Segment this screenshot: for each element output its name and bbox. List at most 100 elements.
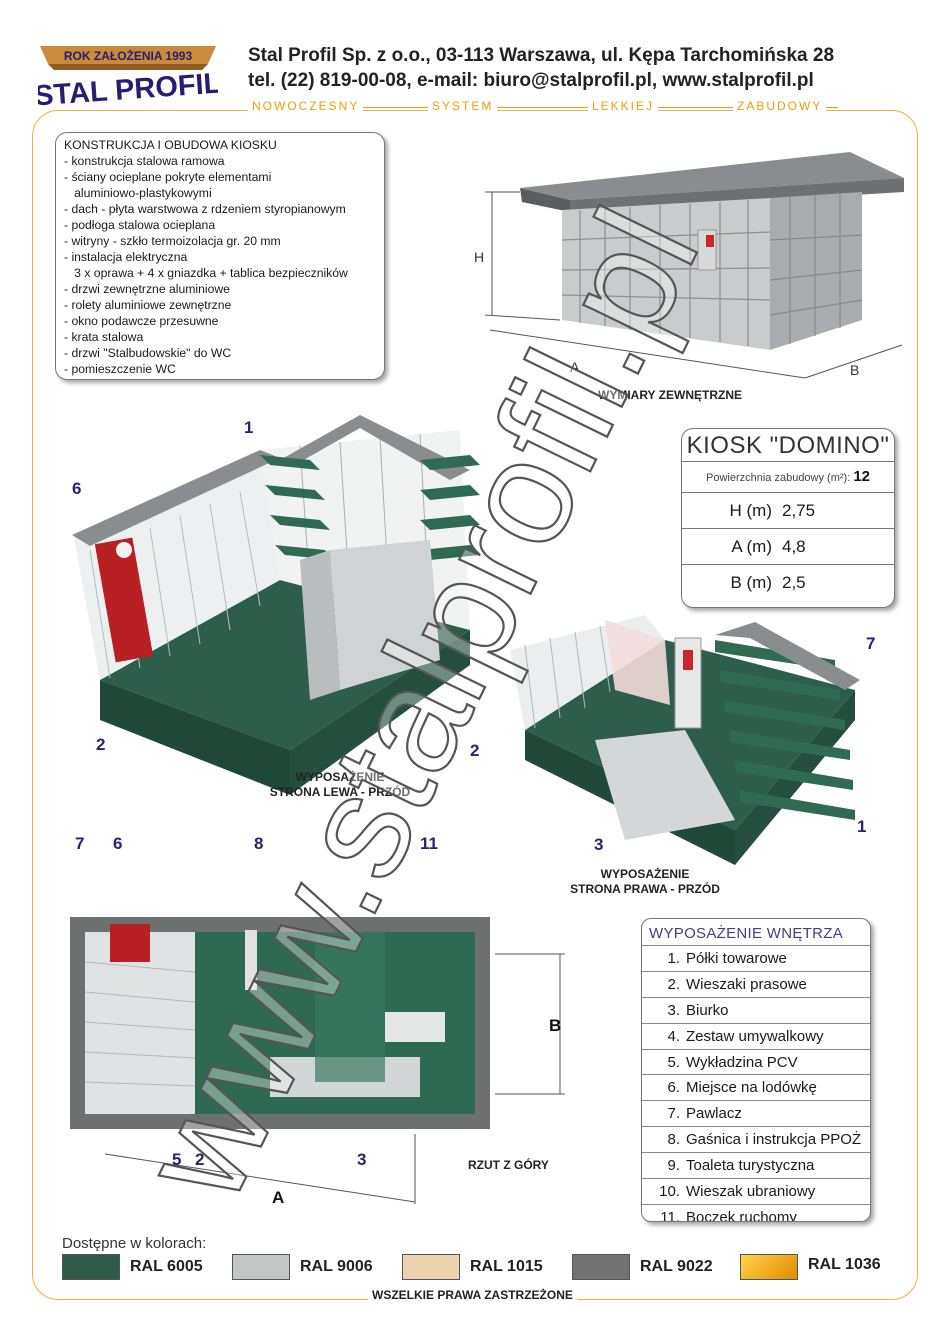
item-label: Wykładzina PCV [686,1053,798,1071]
kiosk-area-row: Powierzchnia zabudowy (m²): 12 [682,461,894,492]
color-label: RAL 1036 [808,1256,881,1273]
list-item: 9.Toaleta turystyczna [642,1152,870,1178]
tagline-word: LEKKIEJ [588,99,659,113]
color-swatch-ral-1015 [402,1254,460,1280]
spec-line: - krata stalowa [64,330,144,344]
list-item: 2.Wieszaki prasowe [642,970,870,997]
callout-plan-5: 5 [172,1150,182,1169]
item-label: Miejsce na lodówkę [686,1079,817,1097]
caption-line: STRONA LEWA - PRZÓD [269,785,411,799]
callout-right-3: 3 [594,835,604,854]
item-label: Boczek ruchomy [686,1208,797,1222]
spec-line: - podłoga stalowa ocieplana [64,218,216,232]
kiosk-row-h: H (m) 2,75 [682,492,894,528]
color-swatch-ral-6005 [62,1254,120,1280]
spec-line: aluminiowo-plastykowymi [64,186,212,200]
callout-plan-11: 11 [420,834,438,853]
kiosk-row-a: A (m) 4,8 [682,528,894,564]
item-number: 5. [667,1053,680,1071]
item-number: 6. [667,1079,680,1097]
callout-right-2: 2 [470,741,480,760]
list-item: 7. Pawlacz [642,1100,870,1126]
item-number: 3. [667,1001,680,1019]
kiosk-area-label: Powierzchnia zabudowy (m²): [705,472,851,484]
kiosk-area-value: 12 [853,468,871,485]
kiosk-row-key: H (m) [729,501,772,520]
interior-right-illustration [505,610,865,870]
color-swatch-ral-9006 [232,1254,290,1280]
list-item: 6. Miejsce na lodówkę [642,1074,870,1100]
spec-line: 3 x oprawa + 4 x gniazdka + tablica bezp… [64,266,348,280]
kiosk-row-value: 4,8 [782,537,806,556]
color-swatch-ral-9022 [572,1254,630,1280]
spec-line: - drzwi zewnętrzne aluminiowe [64,282,230,296]
callout-left-1: 1 [244,418,254,437]
kiosk-row-value: 2,5 [782,573,806,592]
callout-plan-6: 6 [113,834,123,853]
company-contact: tel. (22) 819-00-08, e-mail: biuro@stalp… [248,70,814,91]
callout-plan-3: 3 [357,1150,367,1169]
item-number: 1. [667,950,680,967]
spec-line: - dach - płyta warstwowa z rdzeniem styr… [64,202,346,216]
logo-name-text: STAL PROFIL [38,68,218,113]
list-item: 1.Półki towarowe [642,945,870,971]
equipment-title: WYPOSAŻENIE WNĘTRZA [649,925,844,942]
item-label: Pawlacz [686,1105,742,1123]
item-number: 7. [667,1105,680,1123]
tagline-word: NOWOCZESNY [248,99,364,113]
color-label: RAL 6005 [130,1258,203,1275]
equipment-list: WYPOSAŻENIE WNĘTRZA 1.Półki towarowe 2.W… [641,918,871,1222]
kiosk-row-key: B (m) [730,573,772,592]
item-number: 11. [660,1208,680,1222]
interior-left-caption: WYPOSAŻENIE STRONA LEWA - PRZÓD [230,770,450,800]
interior-left-illustration [60,410,500,800]
item-label: Biurko [686,1001,729,1019]
color-label: RAL 9022 [640,1258,713,1275]
spec-line: KONSTRUKCJA I OBUDOWA KIOSKU [64,138,277,152]
dim-b-label: B [850,362,859,378]
kiosk-dimensions-table: KIOSK "DOMINO" Powierzchnia zabudowy (m²… [681,428,895,608]
company-logo: ROK ZAŁOŻENIA 1993 STAL PROFIL [33,44,222,114]
kiosk-row-value: 2,75 [782,501,816,520]
plan-caption: RZUT Z GÓRY [468,1158,549,1172]
plan-dim-b: B [549,1016,562,1035]
spec-line: - instalacja elektryczna [64,250,188,264]
callout-plan-2: 2 [195,1150,205,1169]
list-item: 5. Wykładzina PCV [642,1048,870,1075]
item-number: 9. [667,1157,680,1175]
exterior-kiosk-illustration: H A B [470,140,910,385]
caption-line: WYPOSAŻENIE [295,770,385,784]
callout-left-2: 2 [96,735,106,754]
company-address: Stal Profil Sp. z o.o., 03-113 Warszawa,… [248,45,835,66]
list-item: 10.Wieszak ubraniowy [642,1178,870,1204]
dim-h-label: H [474,249,484,265]
caption-line: WYPOSAŻENIE [600,867,690,881]
item-number: 2. [667,975,680,993]
spec-line: - drzwi "Stalbudowskie" do WC [64,346,232,360]
item-number: 8. [667,1131,680,1149]
caption-line: STRONA PRAWA - PRZÓD [570,882,720,896]
callout-left-6: 6 [72,479,82,498]
logo-founded-text: ROK ZAŁOŻENIA 1993 [64,48,193,63]
callout-plan-7: 7 [75,834,85,853]
spec-line: - okno podawcze przesuwne [64,314,219,328]
kiosk-title: KIOSK "DOMINO" [686,432,890,459]
tagline: NOWOCZESNY SYSTEM LEKKIEJ ZABUDOWY [248,99,838,115]
list-item: 3. Biurko [642,996,870,1023]
exterior-caption: WYMIARY ZEWNĘTRZNE [598,388,742,402]
callout-right-1: 1 [857,817,867,836]
spec-line: - witryny - szkło termoizolacja gr. 20 m… [64,234,281,248]
item-number: 4. [667,1027,680,1045]
item-label: Wieszak ubraniowy [686,1183,816,1201]
list-item: 11. Boczek ruchomy [642,1203,870,1222]
callout-plan-8: 8 [254,834,264,853]
spec-line: - pomieszczenie WC [64,362,176,376]
interior-right-caption: WYPOSAŻENIE STRONA PRAWA - PRZÓD [560,867,730,897]
spec-line: - konstrukcja stalowa ramowa [64,154,225,168]
construction-spec-box: KONSTRUKCJA I OBUDOWA KIOSKU - konstrukc… [55,132,385,380]
item-label: Gaśnica i instrukcja PPOŻ [686,1131,862,1149]
kiosk-row-key: A (m) [731,537,772,556]
spec-line: - rolety aluminiowe zewnętrzne [64,298,232,312]
kiosk-row-b: B (m) 2,5 [682,564,894,600]
spec-line: - ściany ocieplane pokryte elementami [64,170,272,184]
